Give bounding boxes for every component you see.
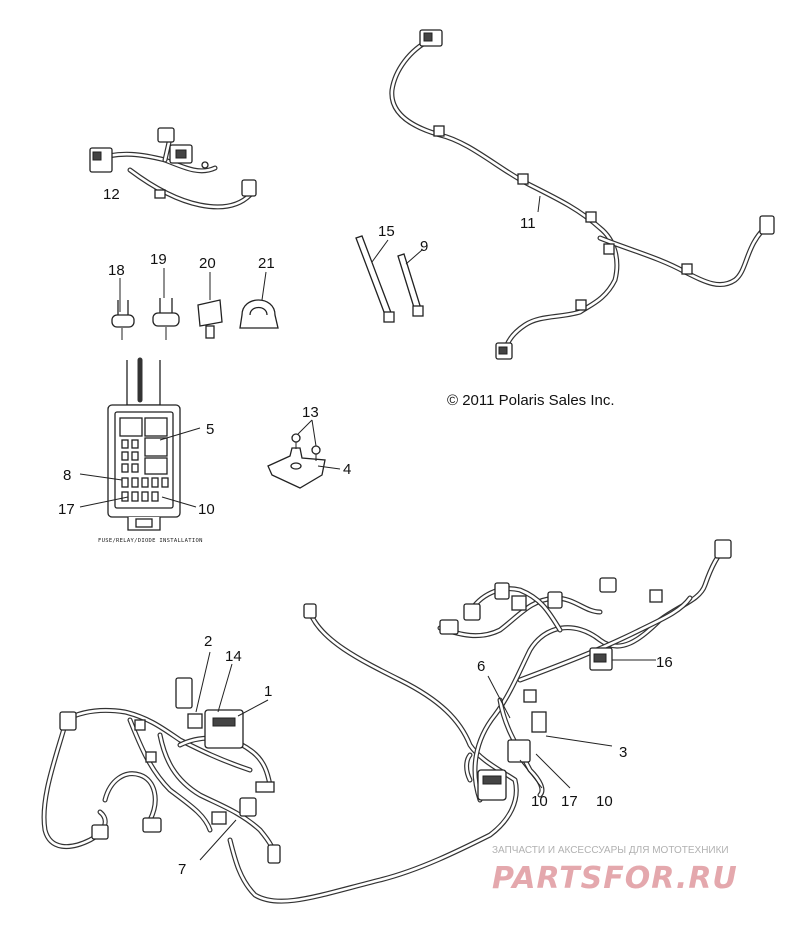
callout-7: 7 — [178, 861, 186, 878]
callout-labels: 1 2 3 4 5 6 7 8 9 10 10 10 11 12 13 14 1… — [58, 186, 673, 878]
harness-11 — [389, 29, 775, 360]
fuse-box — [79, 357, 201, 531]
callout-8: 8 — [63, 467, 71, 484]
callout-2: 2 — [204, 633, 212, 650]
callout-16: 16 — [656, 654, 673, 671]
callout-1: 1 — [264, 683, 272, 700]
callout-17-fusebox: 17 — [58, 501, 75, 518]
main-harness — [41, 539, 732, 904]
harness-12 — [89, 127, 257, 210]
callout-13: 13 — [302, 404, 319, 421]
callout-12: 12 — [103, 186, 120, 203]
clip-21 — [239, 271, 279, 329]
callout-19: 19 — [150, 251, 167, 268]
callout-4: 4 — [343, 461, 351, 478]
inset-caption: FUSE/RELAY/DIODE INSTALLATION — [98, 538, 203, 544]
clip-20 — [197, 272, 223, 339]
callout-15: 15 — [378, 223, 395, 240]
callout-3: 3 — [619, 744, 627, 761]
callout-10-harness-b: 10 — [596, 793, 613, 810]
callout-10-harness-a: 10 — [531, 793, 548, 810]
cable-tie-15 — [355, 235, 395, 323]
watermark: ЗАПЧАСТИ И АКСЕССУАРЫ ДЛЯ МОТОТЕХНИКИ PA… — [492, 845, 738, 896]
copyright-text: © 2011 Polaris Sales Inc. — [447, 392, 615, 409]
watermark-tagline: ЗАПЧАСТИ И АКСЕССУАРЫ ДЛЯ МОТОТЕХНИКИ — [492, 845, 729, 856]
callout-5: 5 — [206, 421, 214, 438]
callout-9: 9 — [420, 238, 428, 255]
callout-10-fusebox: 10 — [198, 501, 215, 518]
callout-21: 21 — [258, 255, 275, 272]
clip-18 — [111, 278, 135, 340]
cable-tie-9 — [397, 249, 424, 317]
callout-14: 14 — [225, 648, 242, 665]
callout-20: 20 — [199, 255, 216, 272]
callout-18: 18 — [108, 262, 125, 279]
bolts-13 — [291, 419, 321, 461]
clip-19 — [152, 268, 180, 340]
callout-11: 11 — [520, 215, 536, 232]
bracket-4 — [267, 447, 341, 489]
callout-17-harness: 17 — [561, 793, 578, 810]
watermark-logo: PARTSFOR.RU — [492, 861, 738, 896]
callout-6: 6 — [477, 658, 485, 675]
